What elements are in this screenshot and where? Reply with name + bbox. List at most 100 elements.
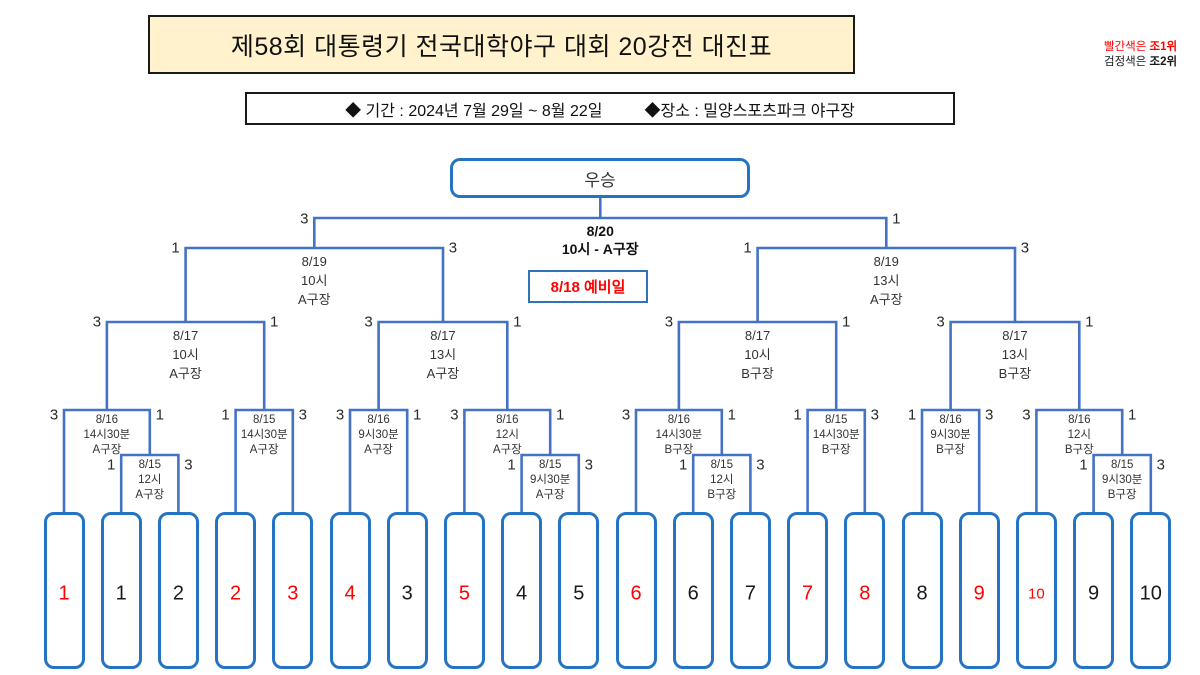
match-qf3-info-line: B구장 — [741, 366, 774, 381]
team-number: 6 — [687, 582, 699, 605]
match-m3-right-score: 1 — [413, 406, 422, 424]
match-m5-left-score: 3 — [621, 406, 631, 424]
match-m4-info-line: A구장 — [492, 444, 522, 456]
match-qf2-info: 8/17 13시 A구장 — [427, 326, 460, 383]
match-qf4-info: 8/17 13시 B구장 — [999, 326, 1032, 383]
team-number: 8 — [916, 582, 928, 605]
team-box: 3 — [272, 512, 314, 669]
match-qf4-left-score: 3 — [936, 313, 945, 331]
match-m2-left-score: 1 — [221, 406, 230, 424]
match-s3-left-score: 1 — [679, 456, 688, 474]
team-number: 1 — [115, 582, 127, 605]
match-s4-info-line: 9시30분 — [1102, 474, 1143, 486]
team-box: 4 — [501, 512, 543, 669]
team-number: 4 — [344, 582, 356, 605]
team-box: 5 — [443, 512, 485, 669]
team-number: 2 — [230, 582, 242, 605]
team-box: 3 — [386, 512, 428, 669]
team-box: 1 — [43, 512, 85, 669]
match-m6-info-line: B구장 — [821, 444, 851, 456]
reserve-day-box: 8/18 예비일 — [528, 270, 648, 303]
match-s3-info-line: 12시 — [710, 474, 734, 486]
match-sf1-left-score: 1 — [171, 239, 180, 257]
legend-rank2-line: 검정색은 조2위 — [1104, 55, 1177, 70]
match-m5-info-line: 14시30분 — [655, 429, 703, 441]
match-m7-left-score: 1 — [907, 406, 917, 424]
team-number: 10 — [1028, 585, 1045, 603]
match-m4-info-line: 8/16 — [496, 414, 519, 426]
team-box: 4 — [329, 512, 371, 669]
match-qf2-info-line: 8/17 — [430, 328, 456, 343]
match-qf2-info-line: A구장 — [426, 366, 460, 381]
match-sf2-info-line: A구장 — [869, 292, 903, 307]
match-m8-right-score: 1 — [1128, 406, 1137, 424]
match-qf4-info-line: B구장 — [998, 366, 1032, 381]
team-number: 7 — [802, 582, 814, 605]
match-m2-info-line: A구장 — [249, 444, 279, 456]
team-number: 5 — [458, 582, 470, 605]
match-s1-info-line: A구장 — [135, 489, 165, 501]
team-box: 10 — [1130, 512, 1172, 669]
match-s2-info-line: 9시30분 — [530, 474, 571, 486]
match-sf1-info-line: 8/19 — [301, 254, 327, 269]
legend-rank2-prefix: 검정색은 — [1104, 56, 1150, 68]
color-legend: 빨간색은 조1위 검정색은 조2위 — [1104, 40, 1177, 70]
team-number: 10 — [1139, 582, 1162, 605]
match-sf1-info: 8/19 10시 A구장 — [298, 252, 331, 309]
tournament-period: ◆ 기간 : 2024년 7월 29일 ~ 8월 22일 — [345, 102, 603, 120]
match-m6-info-line: 14시30분 — [812, 429, 860, 441]
team-box: 8 — [901, 512, 943, 669]
match-m1-right-score: 1 — [155, 406, 164, 424]
tournament-venue: ◆장소 : 밀양스포츠파크 야구장 — [644, 102, 855, 120]
match-qf3-info-line: 8/17 — [744, 328, 771, 343]
match-sf2-info-line: 13시 — [873, 273, 900, 288]
match-qf1-left-score: 3 — [92, 313, 102, 331]
match-s2-left-score: 1 — [507, 456, 516, 474]
match-sf1-info-line: A구장 — [297, 292, 331, 307]
match-sf2-left-score: 1 — [743, 239, 752, 257]
team-box: 9 — [1073, 512, 1115, 669]
champion-box: 우승 — [450, 158, 750, 198]
match-m1-info-line: A구장 — [92, 444, 122, 456]
legend-rank2-term: 조2위 — [1149, 56, 1178, 68]
match-m5-info-line: B구장 — [664, 444, 694, 456]
match-m3-info-line: 8/16 — [367, 414, 390, 426]
team-box: 9 — [958, 512, 1000, 669]
match-qf1-info-line: 8/17 — [172, 328, 199, 343]
match-s4-info-line: B구장 — [1107, 489, 1137, 501]
match-final-info-line: 8/20 — [586, 223, 614, 239]
match-m1-info-line: 8/16 — [95, 414, 119, 426]
team-box: 5 — [558, 512, 600, 669]
legend-rank1-term: 조1위 — [1149, 41, 1178, 53]
match-m6-info-line: 8/15 — [824, 414, 848, 426]
match-m6-left-score: 1 — [793, 406, 802, 424]
match-qf2-info-line: 13시 — [429, 347, 457, 362]
team-box: 7 — [729, 512, 771, 669]
match-qf4-info-line: 13시 — [1001, 347, 1029, 362]
match-m8-info-line: 8/16 — [1068, 414, 1091, 426]
match-qf2-right-score: 1 — [513, 313, 522, 331]
match-m2-right-score: 3 — [298, 406, 307, 424]
match-m3-info-line: A구장 — [364, 444, 394, 456]
match-sf1-info-line: 10시 — [301, 273, 328, 288]
match-m6-info: 8/15 14시30분 B구장 — [813, 413, 860, 458]
team-number: 9 — [973, 582, 985, 605]
bracket-connector-lines — [62, 198, 1153, 512]
match-qf4-info-line: 8/17 — [1002, 328, 1028, 343]
team-number: 6 — [630, 582, 642, 605]
match-s2-info-line: A구장 — [535, 489, 565, 501]
champion-label: 우승 — [584, 170, 616, 190]
match-m7-info-line: 8/16 — [939, 414, 962, 426]
match-qf4-right-score: 1 — [1085, 313, 1094, 331]
match-m8-info-line: B구장 — [1064, 444, 1094, 456]
